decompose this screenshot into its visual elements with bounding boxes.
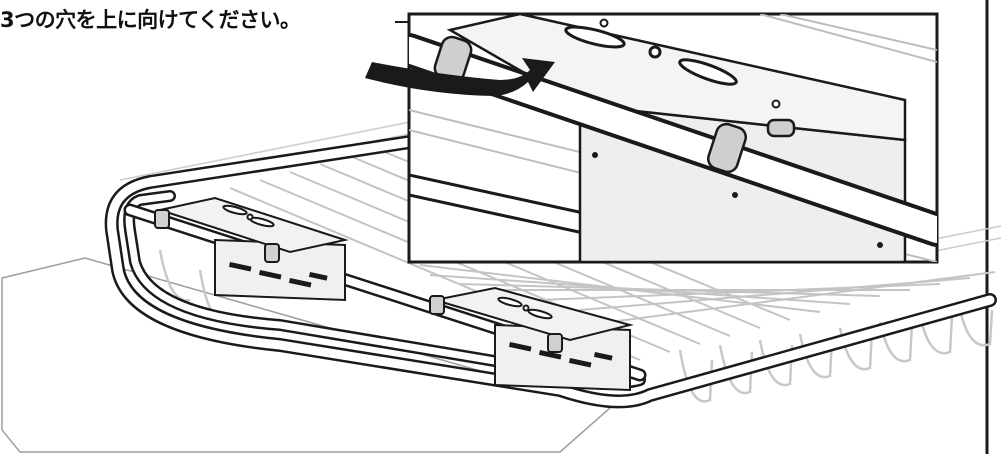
three-holes	[564, 25, 738, 86]
left-bracket	[154, 196, 349, 302]
instruction-caption: 3つの穴を上に向けてください。	[0, 8, 301, 32]
curved-arrow-icon	[365, 58, 555, 96]
middle-bracket	[429, 286, 634, 392]
